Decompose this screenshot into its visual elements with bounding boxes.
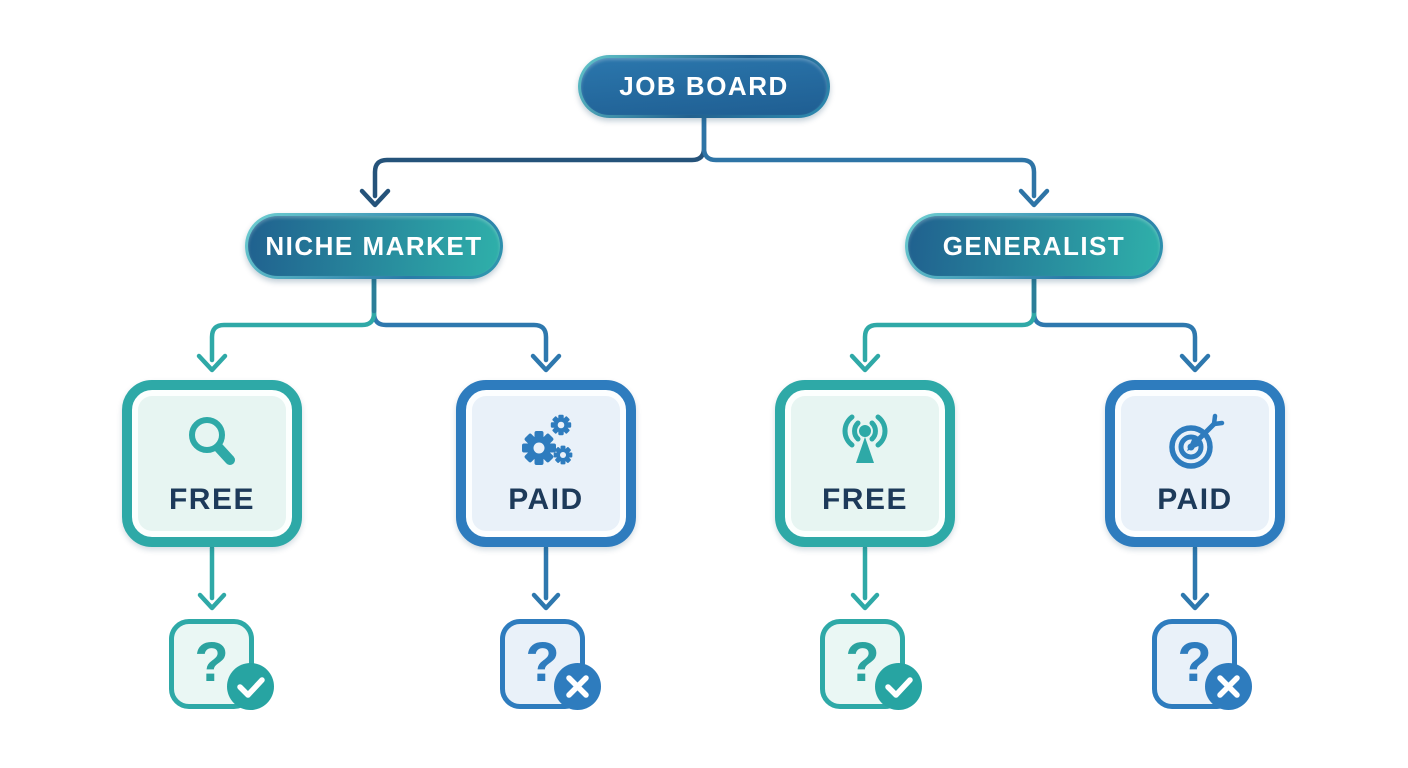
arrowhead-q3 bbox=[850, 592, 880, 611]
cross-badge-icon bbox=[554, 663, 601, 710]
check-badge-icon bbox=[875, 663, 922, 710]
cross-badge-icon bbox=[1205, 663, 1252, 710]
connector-root-to-niche bbox=[372, 115, 707, 199]
branch-node-label: GENERALIST bbox=[942, 230, 1126, 261]
arrowhead-q2 bbox=[531, 592, 561, 611]
branch-node-niche-market: NICHE MARKET bbox=[245, 213, 503, 279]
option-box-generalist-free: FREE bbox=[775, 380, 955, 547]
connector-root-to-generalist bbox=[701, 115, 1037, 199]
option-box-label: FREE bbox=[821, 483, 908, 516]
connector-niche-to-paid bbox=[371, 276, 549, 363]
question-mark: ? bbox=[845, 629, 880, 693]
root-node-label: JOB BOARD bbox=[619, 71, 789, 101]
option-box-niche-paid: PAID bbox=[456, 380, 636, 547]
target-icon bbox=[1169, 413, 1225, 469]
connector-generalist-to-free bbox=[862, 276, 1037, 363]
arrowhead-generalist bbox=[1018, 188, 1050, 208]
broadcast-icon bbox=[842, 414, 888, 463]
arrowhead-niche-free bbox=[196, 353, 228, 373]
check-badge-icon bbox=[227, 663, 274, 710]
branch-node-generalist: GENERALIST bbox=[905, 213, 1163, 279]
option-box-generalist-paid: PAID bbox=[1105, 380, 1285, 547]
arrowhead-generalist-free bbox=[849, 353, 881, 373]
gears-icon bbox=[522, 414, 573, 465]
option-box-label: PAID bbox=[508, 483, 584, 516]
arrowhead-q4 bbox=[1180, 592, 1210, 611]
arrowhead-q1 bbox=[197, 592, 227, 611]
arrowhead-niche bbox=[359, 188, 391, 208]
question-mark: ? bbox=[194, 629, 229, 693]
option-box-niche-free: FREE bbox=[122, 380, 302, 547]
question-mark: ? bbox=[525, 629, 560, 693]
option-box-label: FREE bbox=[168, 483, 255, 516]
arrowhead-generalist-paid bbox=[1179, 353, 1211, 373]
search-icon bbox=[189, 417, 235, 465]
option-box-label: PAID bbox=[1157, 483, 1233, 516]
root-node-job-board: JOB BOARD bbox=[578, 55, 830, 118]
question-box-niche-free: ? bbox=[169, 619, 254, 709]
branch-node-label: NICHE MARKET bbox=[265, 230, 483, 261]
connector-generalist-to-paid bbox=[1031, 276, 1198, 363]
arrowhead-niche-paid bbox=[530, 353, 562, 373]
connector-niche-to-free bbox=[209, 276, 377, 363]
